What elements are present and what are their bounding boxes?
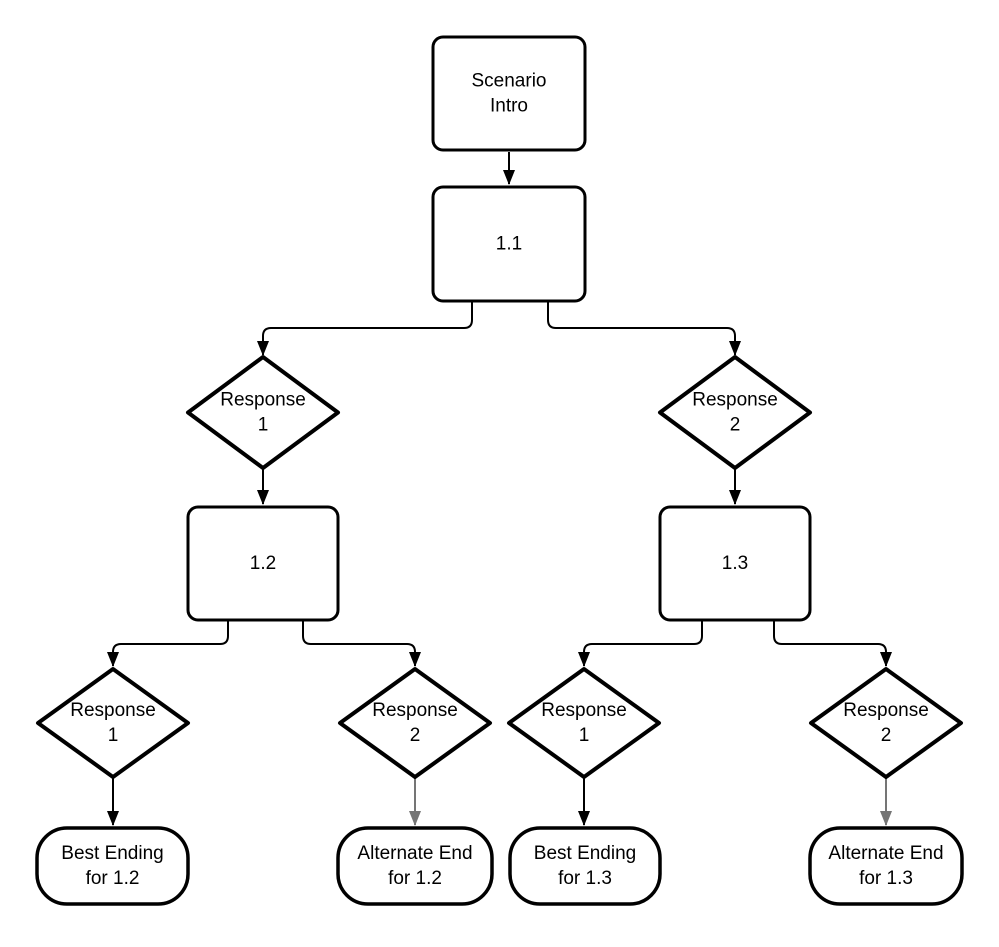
- response-2-of-1-2-diamond-shape: [338, 667, 492, 779]
- scenario-intro-process-shape: [431, 35, 587, 152]
- edge-1-2-to-response-1-connector: [107, 621, 229, 667]
- edges-layer: [107, 152, 892, 826]
- node-label-box-1-1: 1.1: [496, 234, 522, 255]
- node-label-box-1-2: 1.2: [250, 553, 276, 574]
- box-1-3-process-shape: [658, 505, 812, 622]
- edge-1-3-to-response-1-connector: [578, 621, 703, 667]
- node-label-box-1-3: 1.3: [722, 553, 748, 574]
- response-1-of-1-1-diamond-shape: [186, 355, 340, 470]
- box-1-1-process-shape: [431, 185, 587, 303]
- alternate-end-1-2-terminal-shape: [336, 826, 494, 906]
- node-box-1-3: 1.3: [658, 505, 812, 622]
- edge-1-1-to-response-1-connector: [257, 302, 473, 356]
- response-2-of-1-3-diamond-shape: [809, 667, 963, 779]
- edge-1-1-to-response-2-connector: [547, 302, 741, 356]
- node-box-1-1: 1.1: [431, 185, 587, 303]
- best-ending-1-2-terminal-shape: [35, 826, 190, 906]
- edge-1-2-to-response-2-connector: [302, 621, 421, 667]
- box-1-2-process-shape: [186, 505, 340, 622]
- node-box-1-2: 1.2: [186, 505, 340, 622]
- response-1-of-1-3-diamond-shape: [507, 667, 661, 779]
- response-1-of-1-2-diamond-shape: [36, 667, 190, 779]
- best-ending-1-3-terminal-shape: [508, 826, 662, 906]
- edge-1-3-to-response-2-connector: [773, 621, 892, 667]
- response-2-of-1-1-diamond-shape: [658, 355, 812, 470]
- alternate-end-1-3-terminal-shape: [808, 826, 964, 906]
